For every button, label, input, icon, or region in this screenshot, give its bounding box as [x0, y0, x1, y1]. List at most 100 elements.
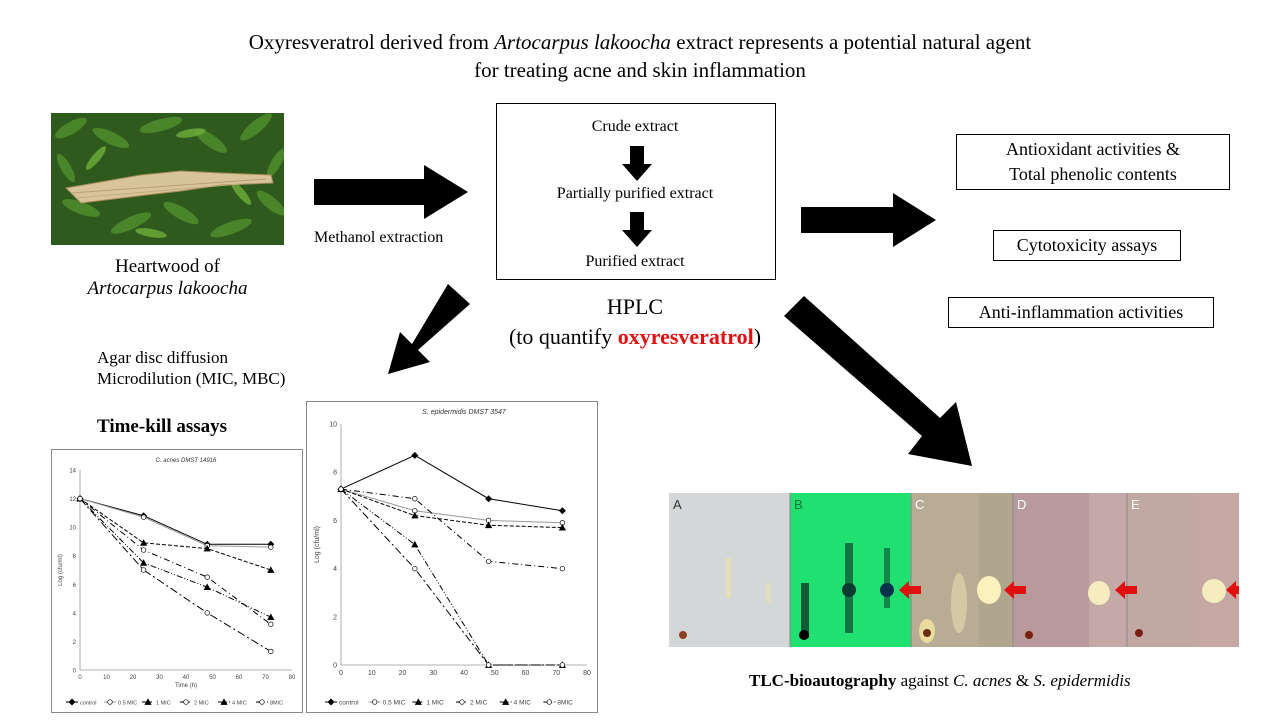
data-point	[485, 521, 493, 529]
data-point	[485, 662, 492, 668]
data-point	[372, 699, 378, 705]
legend-label: 1 MIC	[156, 701, 171, 707]
hplc-line1: HPLC	[606, 294, 664, 319]
data-point	[411, 540, 419, 548]
data-point	[338, 486, 344, 492]
series-line	[79, 498, 271, 571]
data-point	[144, 698, 152, 705]
series-line	[340, 488, 563, 524]
data-point	[411, 451, 419, 459]
oxyresveratrol-label: oxyresveratrol	[617, 324, 754, 349]
data-point	[140, 559, 148, 566]
x-tick-label: 70	[262, 675, 269, 681]
data-point	[558, 523, 566, 531]
data-point	[412, 565, 418, 572]
title-species: Artocarpus lakoocha	[494, 30, 671, 54]
y-tick-label: 4	[73, 611, 77, 617]
x-tick-label: 40	[460, 670, 468, 677]
tlc-panel-d-label: D	[1017, 497, 1027, 512]
y-tick-label: 10	[329, 422, 337, 429]
caption-line2: Artocarpus lakoocha	[87, 278, 248, 299]
data-point	[267, 613, 275, 620]
chart-title: C. acnes DMST 14916	[156, 458, 217, 464]
data-point	[140, 514, 147, 520]
antibacterial-methods: Agar disc diffusion Microdilution (MIC, …	[97, 347, 285, 389]
data-point	[414, 698, 422, 705]
y-tick-label: 6	[73, 583, 77, 589]
arrow-down-icon	[622, 212, 652, 247]
arrow-right-icon	[801, 193, 936, 247]
step-purified: Purified extract	[585, 253, 685, 270]
data-point	[77, 495, 83, 502]
series-line	[340, 454, 563, 512]
y-tick-label: 6	[333, 518, 337, 525]
x-tick-label: 80	[289, 675, 296, 681]
antioxidant-box: Antioxidant activities & Total phenolic …	[956, 134, 1230, 190]
y-tick-label: 2	[333, 614, 337, 621]
legend-label: control	[80, 701, 97, 707]
data-point	[140, 539, 148, 546]
x-tick-label: 10	[368, 670, 376, 677]
y-tick-label: 0	[73, 669, 77, 675]
data-point	[267, 566, 275, 573]
data-point	[327, 698, 335, 706]
x-tick-label: 20	[399, 670, 407, 677]
data-point	[68, 698, 76, 706]
tlc-panel-c-label: C	[915, 497, 925, 512]
hplc-label: HPLC (to quantify oxyresveratrol)	[470, 292, 800, 352]
y-tick-label: 8	[333, 470, 337, 477]
legend-label: 2 MIC	[194, 701, 209, 707]
hplc-post: )	[753, 324, 762, 349]
title-post: extract represents a potential natural a…	[670, 30, 1032, 54]
legend-label: 2 MIC	[470, 700, 488, 707]
data-point	[459, 699, 465, 705]
y-tick-label: 4	[333, 566, 337, 573]
data-point	[411, 511, 419, 519]
data-point	[220, 698, 228, 705]
series-line	[79, 498, 272, 652]
series-line	[340, 488, 563, 666]
heartwood-photo	[51, 113, 284, 245]
tlc-panel-b-label: B	[794, 497, 803, 512]
title-pre: Oxyresveratrol derived from	[248, 30, 495, 54]
data-point	[502, 698, 510, 705]
anti-inflammation-box: Anti-inflammation activities	[948, 297, 1214, 328]
y-axis-label: Log (cfu/ml)	[314, 526, 321, 563]
tlc-caption-bold: TLC-bioautography	[749, 671, 897, 690]
x-tick-label: 80	[583, 670, 591, 677]
x-tick-label: 30	[156, 675, 163, 681]
data-point	[485, 558, 492, 565]
x-tick-label: 60	[522, 670, 530, 677]
data-point	[203, 583, 211, 590]
methanol-extraction-label: Methanol extraction	[314, 229, 444, 246]
data-point	[107, 699, 113, 705]
series-line	[340, 488, 563, 529]
data-point	[546, 699, 552, 705]
tlc-image: A B C D E	[669, 493, 1239, 647]
y-tick-label: 10	[69, 526, 76, 532]
x-tick-label: 40	[183, 675, 190, 681]
tlc-panel-a-label: A	[673, 497, 682, 512]
time-kill-title: Time-kill assays	[97, 416, 228, 437]
arrow-down-right-icon	[784, 296, 972, 466]
antioxidant-line1: Antioxidant activities &	[1006, 139, 1180, 159]
series-line	[340, 488, 563, 570]
series-line	[79, 498, 271, 548]
cytotoxicity-box: Cytotoxicity assays	[993, 230, 1181, 261]
hplc-pre: (to quantify	[508, 324, 618, 349]
data-point	[559, 565, 566, 572]
figure-title: Oxyresveratrol derived from Artocarpus l…	[0, 28, 1280, 84]
tlc-amp: &	[1011, 671, 1034, 690]
title-line2: for treating acne and skin inflammation	[474, 58, 806, 82]
legend-label: 0.5 MIC	[118, 701, 137, 707]
arrow-right-icon	[314, 165, 468, 219]
legend-label: 8MIC	[270, 701, 283, 707]
purification-box	[496, 103, 776, 280]
data-point	[559, 662, 566, 668]
y-tick-label: 8	[73, 554, 77, 560]
data-point	[268, 544, 274, 550]
microdilution-label: Microdilution (MIC, MBC)	[97, 369, 286, 388]
